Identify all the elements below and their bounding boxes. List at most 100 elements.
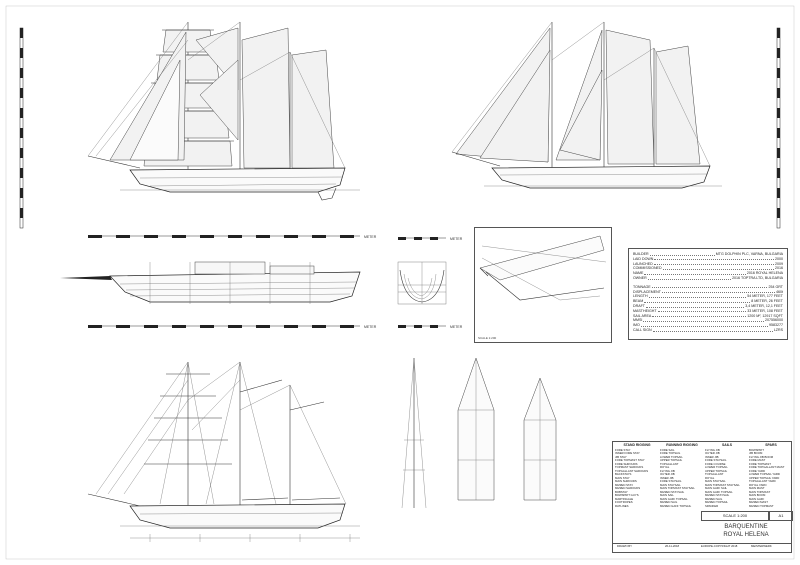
legend-item: FORE STAYSAIL [705,459,727,462]
particulars-label: BUILDER [633,252,649,256]
legend-item: FORE SHROUDS [615,462,638,466]
particulars-value: 2016 ROYAL HELENA [746,271,783,276]
legend-item: SPANKER [705,504,719,508]
particulars-leader [643,318,764,322]
particulars-leader [644,271,746,275]
particulars-label: NAME [633,271,644,276]
legend-item: JIB STAY [615,455,627,459]
legend-item: FORE MAST [749,459,766,462]
legend-item: INNER JIB [705,455,719,459]
particulars-label: COMMISSIONED [633,266,662,271]
legend-item: JIB BOOM [749,452,763,455]
particulars-label: BEAM [633,299,644,304]
vertical-height-scale-right [776,27,781,229]
particulars-value: 460t [776,289,783,294]
drawn-by: DRAWN BY [617,544,632,548]
author: MEISTERWERK [751,544,772,548]
legend-item: MIZZEN GAFF TOPSAIL [660,504,692,508]
legend-item: MAIN GAFF TOPSAIL [660,497,688,501]
deck-plan-view [479,235,607,301]
legend-item: FOOTROPES [615,501,633,504]
legend-item: FORE COURSE [705,462,726,466]
particulars-row: NAME 2016 ROYAL HELENA [633,271,783,276]
particulars-label: MMSI [633,318,643,323]
particulars-label: DRAFT [633,303,645,308]
particulars-value: 2016 [775,266,783,271]
particulars-leader [657,309,747,313]
legend-item: MAIN GAFF [749,497,765,501]
legend-item: TOPGALLANT [705,473,724,476]
deck-plan-scale: SCALE 1:200 [478,336,497,340]
legend-item: MAIN SHROUDS [615,480,637,483]
drawing-date: 26-11-2018 [665,544,680,548]
particulars-label: MASTHEIGHT [633,308,657,313]
particulars-value: 207556000 [765,318,783,323]
legend-item: UPPER TOPSAIL YARD [749,476,780,480]
legend-column-head: SAILS [722,443,732,447]
particulars-value: 254 GRT [768,284,783,289]
legend-item: RATLINES [615,504,629,508]
legend-item: MAIN SAIL [660,494,674,497]
particulars-row: DISPLACEMENT 460t [633,290,783,295]
legend-item: BOWSPRIT GUYS [615,494,639,497]
title-block-scale: SCALE 1:200 [701,511,769,521]
legend-item: OUTER JIB [705,452,720,455]
particulars-leader [647,276,732,280]
particulars-leader [640,323,768,327]
legend-item: BACKSTAYS [615,473,632,476]
copyright: EUROPE-COPYRIGHT 2018 [701,544,738,548]
sail-plan-full [87,21,360,201]
vessel-title: BARQUENTINE ROYAL HELENA [701,520,791,542]
legend-item: TOPGALLANT [660,462,679,466]
particulars-label: OWNER [633,275,647,280]
legend-item: TOPMAST SHROUDS [615,466,644,469]
legend-item: MAIN TOPMAST [749,490,771,494]
title-block-footer: DRAWN BY 26-11-2018 EUROPE-COPYRIGHT 201… [613,543,791,554]
legend-item: MIZZEN MAST [749,501,768,504]
legend-item: MIZZEN SAIL [660,501,678,504]
particulars-value: MTG DOLPHIN PLC, VARNA, BULGARIA [715,252,783,256]
particulars-leader [653,262,774,266]
particulars-value: 3,4 METER, 12,1 FEET [745,303,783,308]
legend-item: MAIN GAFF TOPSAIL [705,490,733,494]
legend-item: UPPER TOPSAIL [705,469,728,473]
legend-column-head: SPARS [765,443,777,447]
length-scale-top-unit: METER [364,235,377,239]
hull-profile-plan [60,261,361,304]
particulars-label: DISPLACEMENT [633,289,661,294]
particulars-row: MMSI 207556000 [633,318,783,323]
legend-item: FORE TOPSAIL [660,452,681,455]
legend-item: OUTER JIB [660,473,675,476]
legend-item: FORE TOPMAST STAY [615,459,645,462]
legend-item: MIZZEN SHROUDS [615,487,641,490]
legend-item: INNER JIB [660,476,674,480]
legend-item: MIZZEN TOPSAIL [705,501,728,504]
legend-item: FLYING JIB [660,469,675,473]
deck-plan-frame: SCALE 1:200 [474,227,612,343]
legend-item: MAIN TOPMAST STAYSAIL [705,483,740,487]
legend-item: MAIN STAYSAIL [660,483,681,487]
vertical-height-scale-left [19,27,24,229]
particulars-leader [648,294,747,298]
particulars-leader [651,285,768,289]
legend-item: LOWER TOPSAIL [705,466,728,469]
legend-item: MIZZEN STAYSAIL [660,490,685,494]
section-scale-lower [398,325,446,328]
legend-item: FORE TOPMAST [749,462,771,466]
section-scale-lower-unit: METER [450,325,463,329]
particulars-row: BUILDER MTG DOLPHIN PLC, VARNA, BULGARIA [633,252,783,257]
particulars-label: SAIL AREA [633,313,652,318]
legend-item: MAIN TOPMAST STAYSAIL [660,487,695,490]
legend-item: UPPER TOPSAIL [660,459,683,462]
